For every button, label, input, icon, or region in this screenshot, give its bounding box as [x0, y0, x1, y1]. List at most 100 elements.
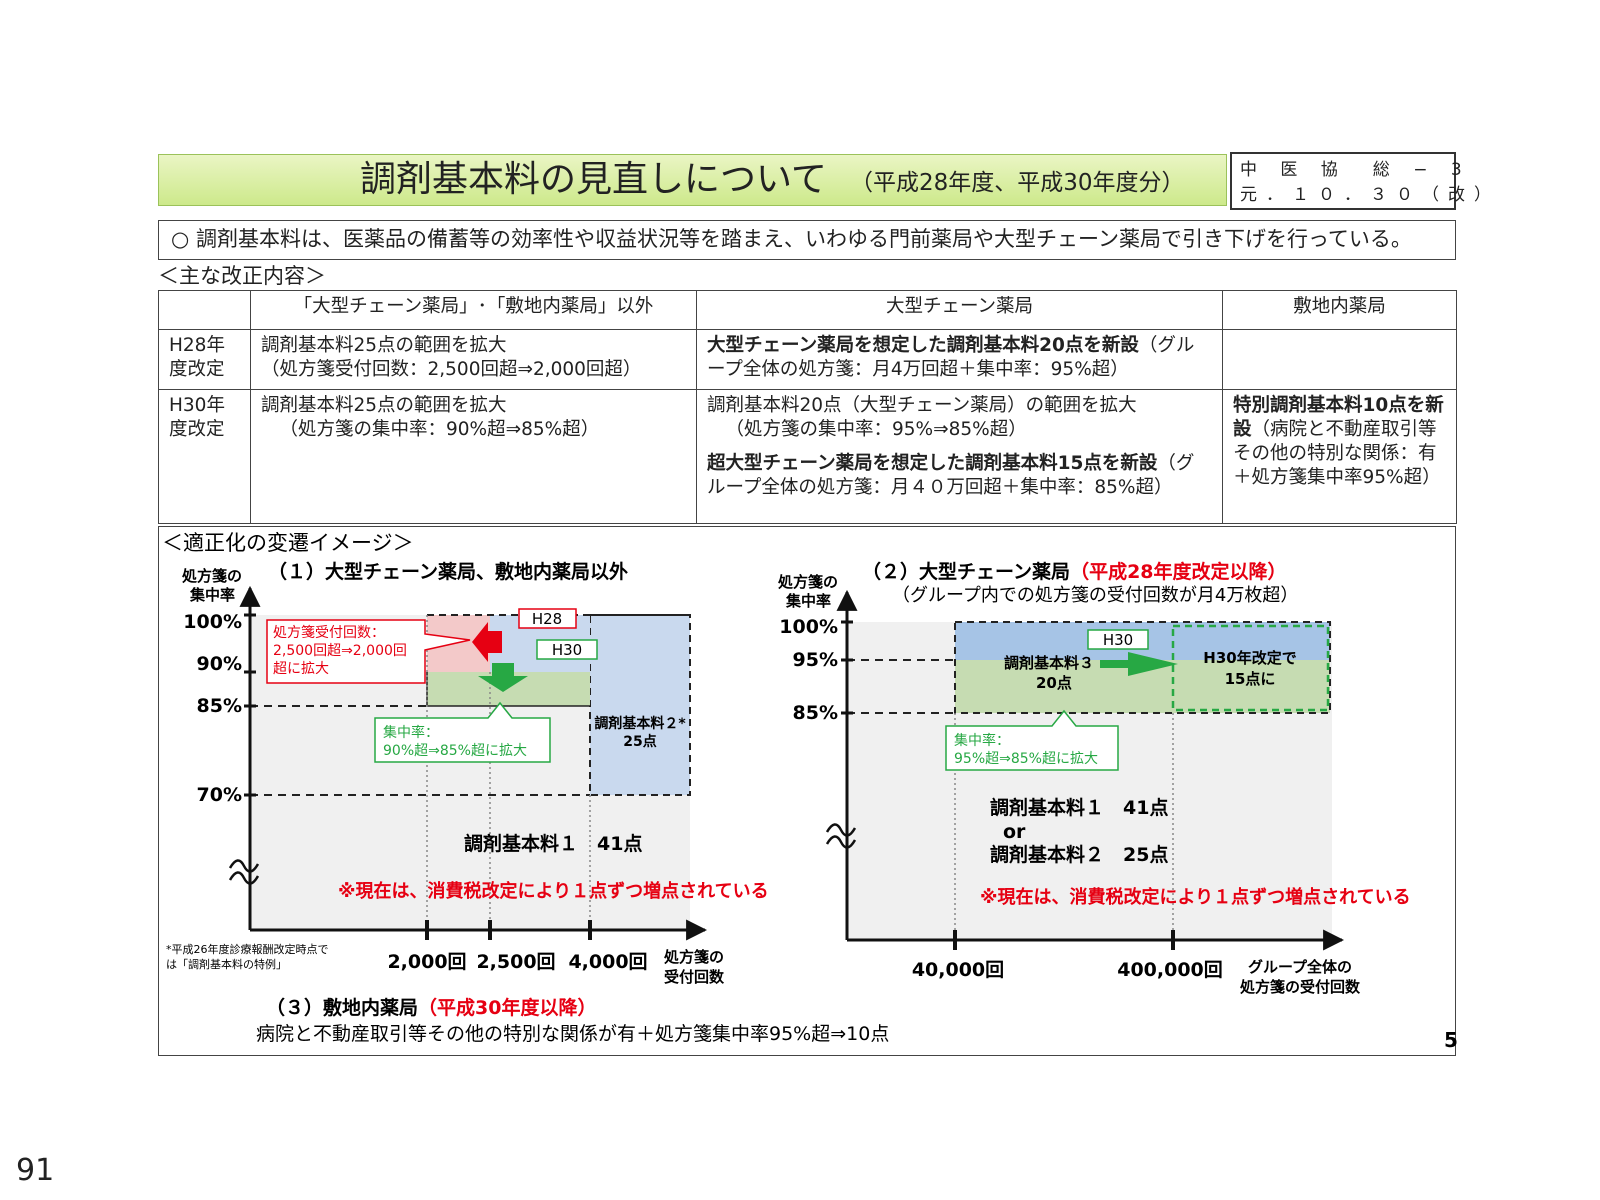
cell-bold-text: 特別調剤基本料10点を新設 [1233, 395, 1444, 440]
right-chart-title-main: （２）大型チェーン薬局 [862, 560, 1070, 583]
y-tick-label: 95% [793, 649, 838, 671]
page-number: 91 [16, 1153, 55, 1188]
red-arrow-icon [472, 622, 502, 662]
x-axis-label: グループ全体の [1248, 958, 1352, 976]
green-callout [945, 709, 1119, 771]
region-basic1-label: 調剤基本料１ 41点 [990, 796, 1168, 819]
right-chart-subtitle: （グループ内での処方箋の受付回数が月4万枚超） [892, 585, 1298, 606]
cell-text: （病院と不動産取引等その他の特別な関係：有＋処方箋集中率95%超） [1233, 419, 1441, 488]
bottom-title: （３）敷地内薬局（平成30年度以降） [266, 996, 596, 1019]
region-basic2-label: 調剤基本料２* [594, 715, 686, 732]
region-basic1-label: 調剤基本料１ 41点 [464, 832, 642, 855]
right-chart-title-red: （平成28年度改定以降） [1070, 560, 1286, 583]
axis-break-icon [825, 823, 857, 837]
x-tick-label: 400,000回 [1117, 959, 1223, 981]
cell-h30-other: 調剤基本料25点の範囲を拡大（処方箋の集中率：90%超⇒85%超） [250, 389, 697, 524]
green-arrow-icon [478, 663, 528, 692]
region-15pt-label: 15点に [1225, 670, 1276, 688]
green-callout [374, 701, 551, 763]
slide-number: 5 [1444, 1028, 1458, 1052]
region-basic2-label: 25点 [623, 733, 656, 750]
x-tick-label: 2,000回 [387, 951, 466, 973]
region-basic3-label: 20点 [1036, 674, 1072, 692]
table-header: 敷地内薬局 [1222, 290, 1457, 330]
cell-line: 調剤基本料25点の範囲を拡大 [261, 335, 507, 356]
green-arrow-icon [1100, 652, 1178, 676]
doc-ref-line2: 元．１０．３０（改） [1240, 185, 1500, 205]
cell-line: 調剤基本料20点（大型チェーン薬局）の範囲を拡大 [707, 395, 1137, 416]
tag-h28-label: H28 [532, 610, 562, 628]
table-row: H30年度改定 調剤基本料25点の範囲を拡大（処方箋の集中率：90%超⇒85%超… [158, 389, 1457, 524]
x-axis-label: 受付回数 [664, 968, 725, 986]
region-or-label: or [1003, 821, 1026, 843]
table-header-row: 「大型チェーン薬局」･「敷地内薬局」以外 大型チェーン薬局 敷地内薬局 [158, 290, 1457, 330]
cell-line: （処方箋の集中率：90%超⇒85%超） [279, 419, 600, 440]
cell-text: （グループ全体の処方箋：月4万回超＋集中率：95%超） [707, 335, 1195, 380]
tag-h28 [518, 608, 577, 629]
y-tick-label: 90% [197, 653, 242, 675]
y-axis-label: 集中率 [189, 586, 235, 604]
tax-note: ※現在は、消費税改定により１点ずつ増点されている [338, 880, 769, 902]
region-basic2 [589, 614, 691, 796]
y-tick-label: 85% [197, 695, 242, 717]
cell-line: （処方箋受付回数：2,500回超⇒2,000回超） [261, 359, 642, 380]
document-reference: 中 医 協 総 − 3 元．１０．３０（改） [1230, 152, 1500, 210]
tag-h30 [1087, 629, 1149, 650]
left-chart-title: （１）大型チェーン薬局、敷地内薬局以外 [268, 560, 628, 583]
cell-h28-chain: 大型チェーン薬局を想定した調剤基本料20点を新設（グループ全体の処方箋：月4万回… [696, 329, 1223, 390]
x-tick-label: 40,000回 [912, 959, 1004, 981]
x-tick-label: 2,500回 [476, 951, 555, 973]
green-callout-text: 95%超⇒85%超に拡大 [954, 751, 1098, 767]
row-label-line: H28年 [169, 335, 225, 356]
region-15pt-label: H30年改定で [1203, 649, 1296, 667]
region-15pt [1171, 624, 1330, 712]
diagram-frame [158, 526, 1456, 1056]
bottom-title-red: （平成30年度以降） [418, 996, 596, 1019]
y-tick-label: 100% [183, 611, 242, 633]
tag-h30-label: H30 [1103, 631, 1133, 649]
tax-note: ※現在は、消費税改定により１点ずつ増点されている [980, 886, 1411, 908]
region-basic3 [954, 621, 1331, 714]
tag-h30 [536, 639, 598, 660]
cell-text: （グループ全体の処方箋：月４０万回超＋集中率：85%超） [707, 453, 1195, 498]
cell-h30-chain: 調剤基本料20点（大型チェーン薬局）の範囲を拡大 （処方箋の集中率：95%⇒85… [696, 389, 1223, 524]
row-label-line: 度改定 [169, 419, 225, 440]
red-callout-text: 超に拡大 [273, 661, 329, 677]
row-label-h30: H30年度改定 [158, 389, 251, 524]
footnote: は「調剤基本料の特例」 [166, 957, 287, 971]
left-chart: 処方箋の 集中率 （１）大型チェーン薬局、敷地内薬局以外 100% 90% 85… [166, 560, 769, 986]
y-axis-label: 集中率 [785, 592, 831, 610]
red-callout-text: 処方箋受付回数： [273, 625, 385, 641]
section-label-main: ＜主な改正内容＞ [158, 264, 326, 288]
bottom-title-main: （３）敷地内薬局 [266, 996, 418, 1019]
cell-h28-other: 調剤基本料25点の範囲を拡大 （処方箋受付回数：2,500回超⇒2,000回超） [250, 329, 697, 390]
revision-table: 「大型チェーン薬局」･「敷地内薬局」以外 大型チェーン薬局 敷地内薬局 H28年… [158, 290, 1457, 524]
axis-break-icon [228, 871, 260, 885]
summary-box: ○ 調剤基本料は、医薬品の備蓄等の効率性や収益状況等を踏まえ、いわゆる門前薬局や… [158, 220, 1456, 260]
red-callout-text: 2,500回超⇒2,000回 [273, 643, 407, 659]
green-callout-text: 集中率： [954, 732, 1010, 749]
axis-break-icon [825, 835, 857, 849]
x-axis-label: 処方箋の受付回数 [1239, 978, 1361, 996]
region-basic3-label: 調剤基本料３ [1004, 654, 1094, 672]
y-tick-label: 70% [197, 784, 242, 806]
y-axis-label: 処方箋の [777, 573, 838, 591]
page-title: 調剤基本料の見直しについて [360, 159, 827, 200]
green-callout-text: 集中率： [383, 724, 439, 741]
y-tick-label: 85% [793, 702, 838, 724]
cell-bold-text: 超大型チェーン薬局を想定した調剤基本料15点を新設 [707, 453, 1158, 474]
row-label-line: 度改定 [169, 359, 225, 380]
cell-line: （処方箋の集中率：95%⇒85%超） [725, 419, 1027, 440]
region-basic2-label: 調剤基本料２ 25点 [990, 843, 1168, 866]
right-chart-title: （２）大型チェーン薬局（平成28年度改定以降） [862, 560, 1287, 583]
axis-break-icon [228, 859, 260, 873]
x-axis-label: 処方箋の [663, 948, 724, 966]
x-tick-label: 4,000回 [568, 951, 647, 973]
page-subtitle: （平成28年度、平成30年度分） [850, 170, 1185, 196]
title-bar [158, 154, 1227, 206]
y-axis-label: 処方箋の [181, 567, 242, 585]
y-tick-label: 100% [779, 616, 838, 638]
cell-h30-onsite: 特別調剤基本料10点を新設（病院と不動産取引等その他の特別な関係：有＋処方箋集中… [1222, 389, 1457, 524]
red-callout [266, 619, 471, 684]
